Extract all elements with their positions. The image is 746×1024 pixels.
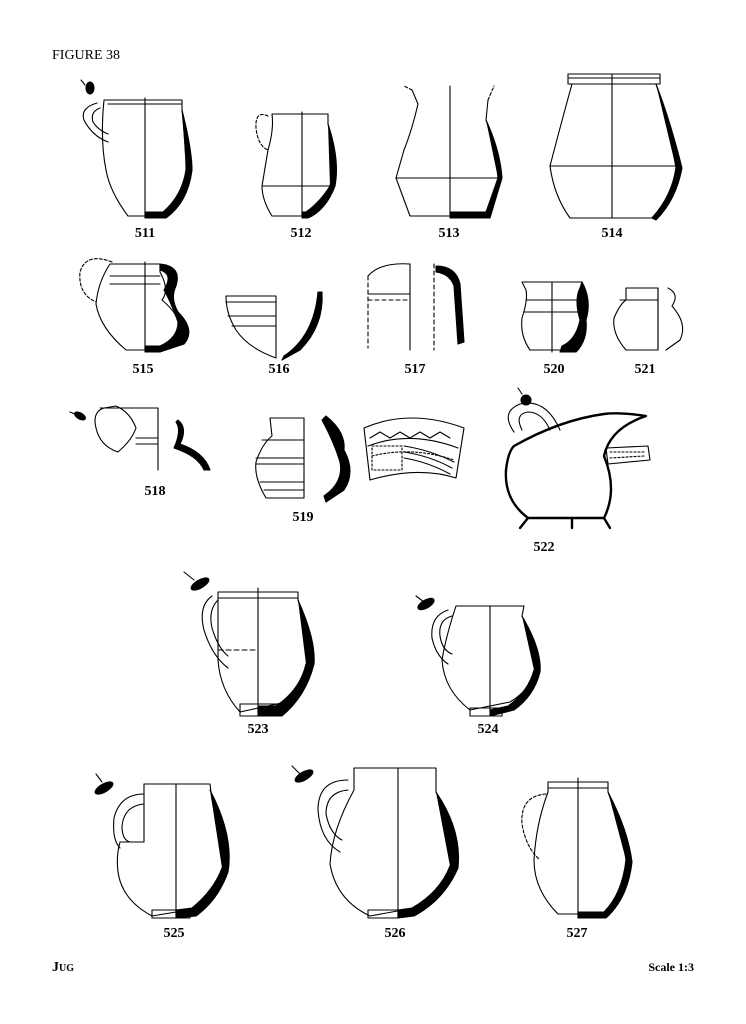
category-label: Jug	[52, 960, 74, 975]
vessel-524	[415, 595, 541, 717]
catalogue-number: 525	[163, 926, 185, 941]
vessel-520	[521, 281, 589, 353]
catalogue-number: 512	[290, 226, 312, 241]
scale-label: Scale 1:3	[648, 960, 694, 974]
vessel-512	[255, 111, 337, 219]
vessel-514	[549, 73, 683, 221]
vessel-522	[504, 387, 651, 530]
catalogue-number: 518	[144, 484, 166, 499]
vessel-516	[225, 291, 323, 361]
catalogue-number: 527	[566, 926, 588, 941]
catalogue-number: 522	[533, 540, 555, 555]
vessel-519	[255, 415, 351, 503]
catalogue-number: 511	[134, 226, 156, 241]
vessel-521	[613, 287, 684, 351]
vessel-525	[94, 773, 230, 919]
catalogue-number: 519	[292, 510, 314, 525]
vessel-511	[80, 79, 193, 219]
figure-title: FIGURE 38	[52, 48, 121, 63]
vessel-517	[367, 263, 465, 351]
catalogue-number: 526	[384, 926, 406, 941]
catalogue-number: 520	[543, 362, 565, 377]
vessel-519-decoration	[363, 417, 465, 481]
catalogue-number: 521	[634, 362, 656, 377]
catalogue-number: 514	[601, 226, 623, 241]
vessel-527	[521, 777, 633, 919]
vessel-515	[79, 258, 190, 353]
vessel-518	[69, 405, 211, 471]
vessel-526	[291, 765, 460, 919]
catalogue-number: 513	[438, 226, 460, 241]
catalogue-number: 524	[477, 722, 499, 737]
catalogue-number: 517	[404, 362, 426, 377]
catalogue-number: 523	[247, 722, 269, 737]
vessel-513	[395, 85, 503, 219]
vessel-523	[183, 571, 315, 717]
catalogue-number: 516	[268, 362, 290, 377]
catalogue-number: 515	[132, 362, 154, 377]
